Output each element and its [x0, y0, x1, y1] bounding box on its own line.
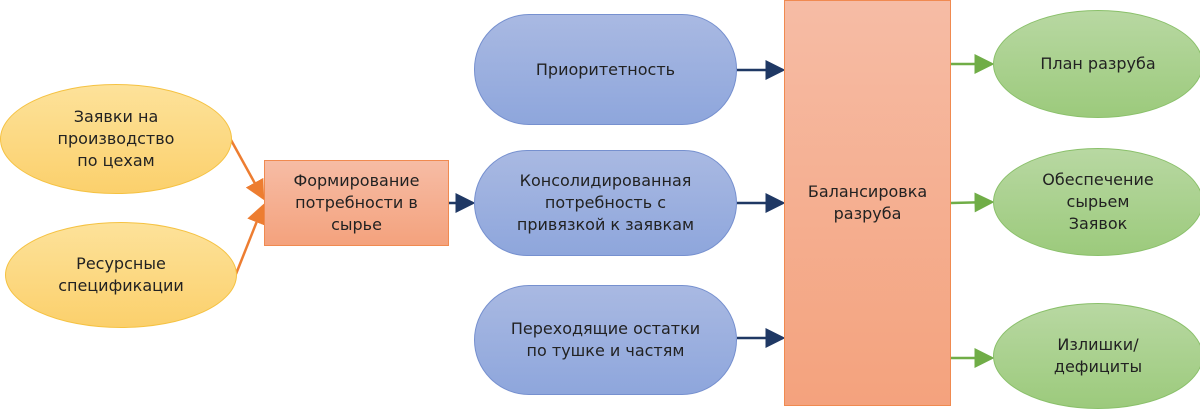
node-label: Ресурсные спецификации	[58, 254, 184, 295]
node-label: Консолидированная потребность с привязко…	[516, 171, 695, 234]
node-raw-supply: Обеспечение сырьем Заявок	[993, 148, 1200, 256]
node-resource-specs: Ресурсные спецификации	[5, 222, 237, 328]
node-priority: Приоритетность	[474, 14, 737, 125]
node-cutting-plan: План разруба	[993, 10, 1200, 118]
node-label: План разруба	[1040, 54, 1156, 73]
node-label: Приоритетность	[535, 59, 676, 79]
node-label: Переходящие остатки по тушке и частям	[510, 319, 701, 360]
node-balancing: Балансировка разруба	[784, 0, 951, 406]
node-carryover-stock: Переходящие остатки по тушке и частям	[474, 285, 737, 395]
node-production-requests: Заявки на производство по цехам	[0, 84, 232, 194]
arrow-specs-to-formation	[234, 203, 266, 275]
node-label: Балансировка разруба	[807, 182, 928, 223]
node-formation: Формирование потребности в сырье	[264, 160, 449, 246]
node-label: Излишки/ дефициты	[1053, 335, 1143, 376]
arrow-requests-to-formation	[229, 139, 265, 201]
arrow-balance-to-supply	[950, 192, 995, 213]
node-consolidated-demand: Консолидированная потребность с привязко…	[474, 150, 737, 256]
node-surplus-deficit: Излишки/ дефициты	[993, 303, 1200, 409]
node-label: Формирование потребности в сырье	[293, 171, 420, 234]
node-label: Обеспечение сырьем Заявок	[1042, 170, 1154, 233]
node-label: Заявки на производство по цехам	[57, 107, 175, 170]
